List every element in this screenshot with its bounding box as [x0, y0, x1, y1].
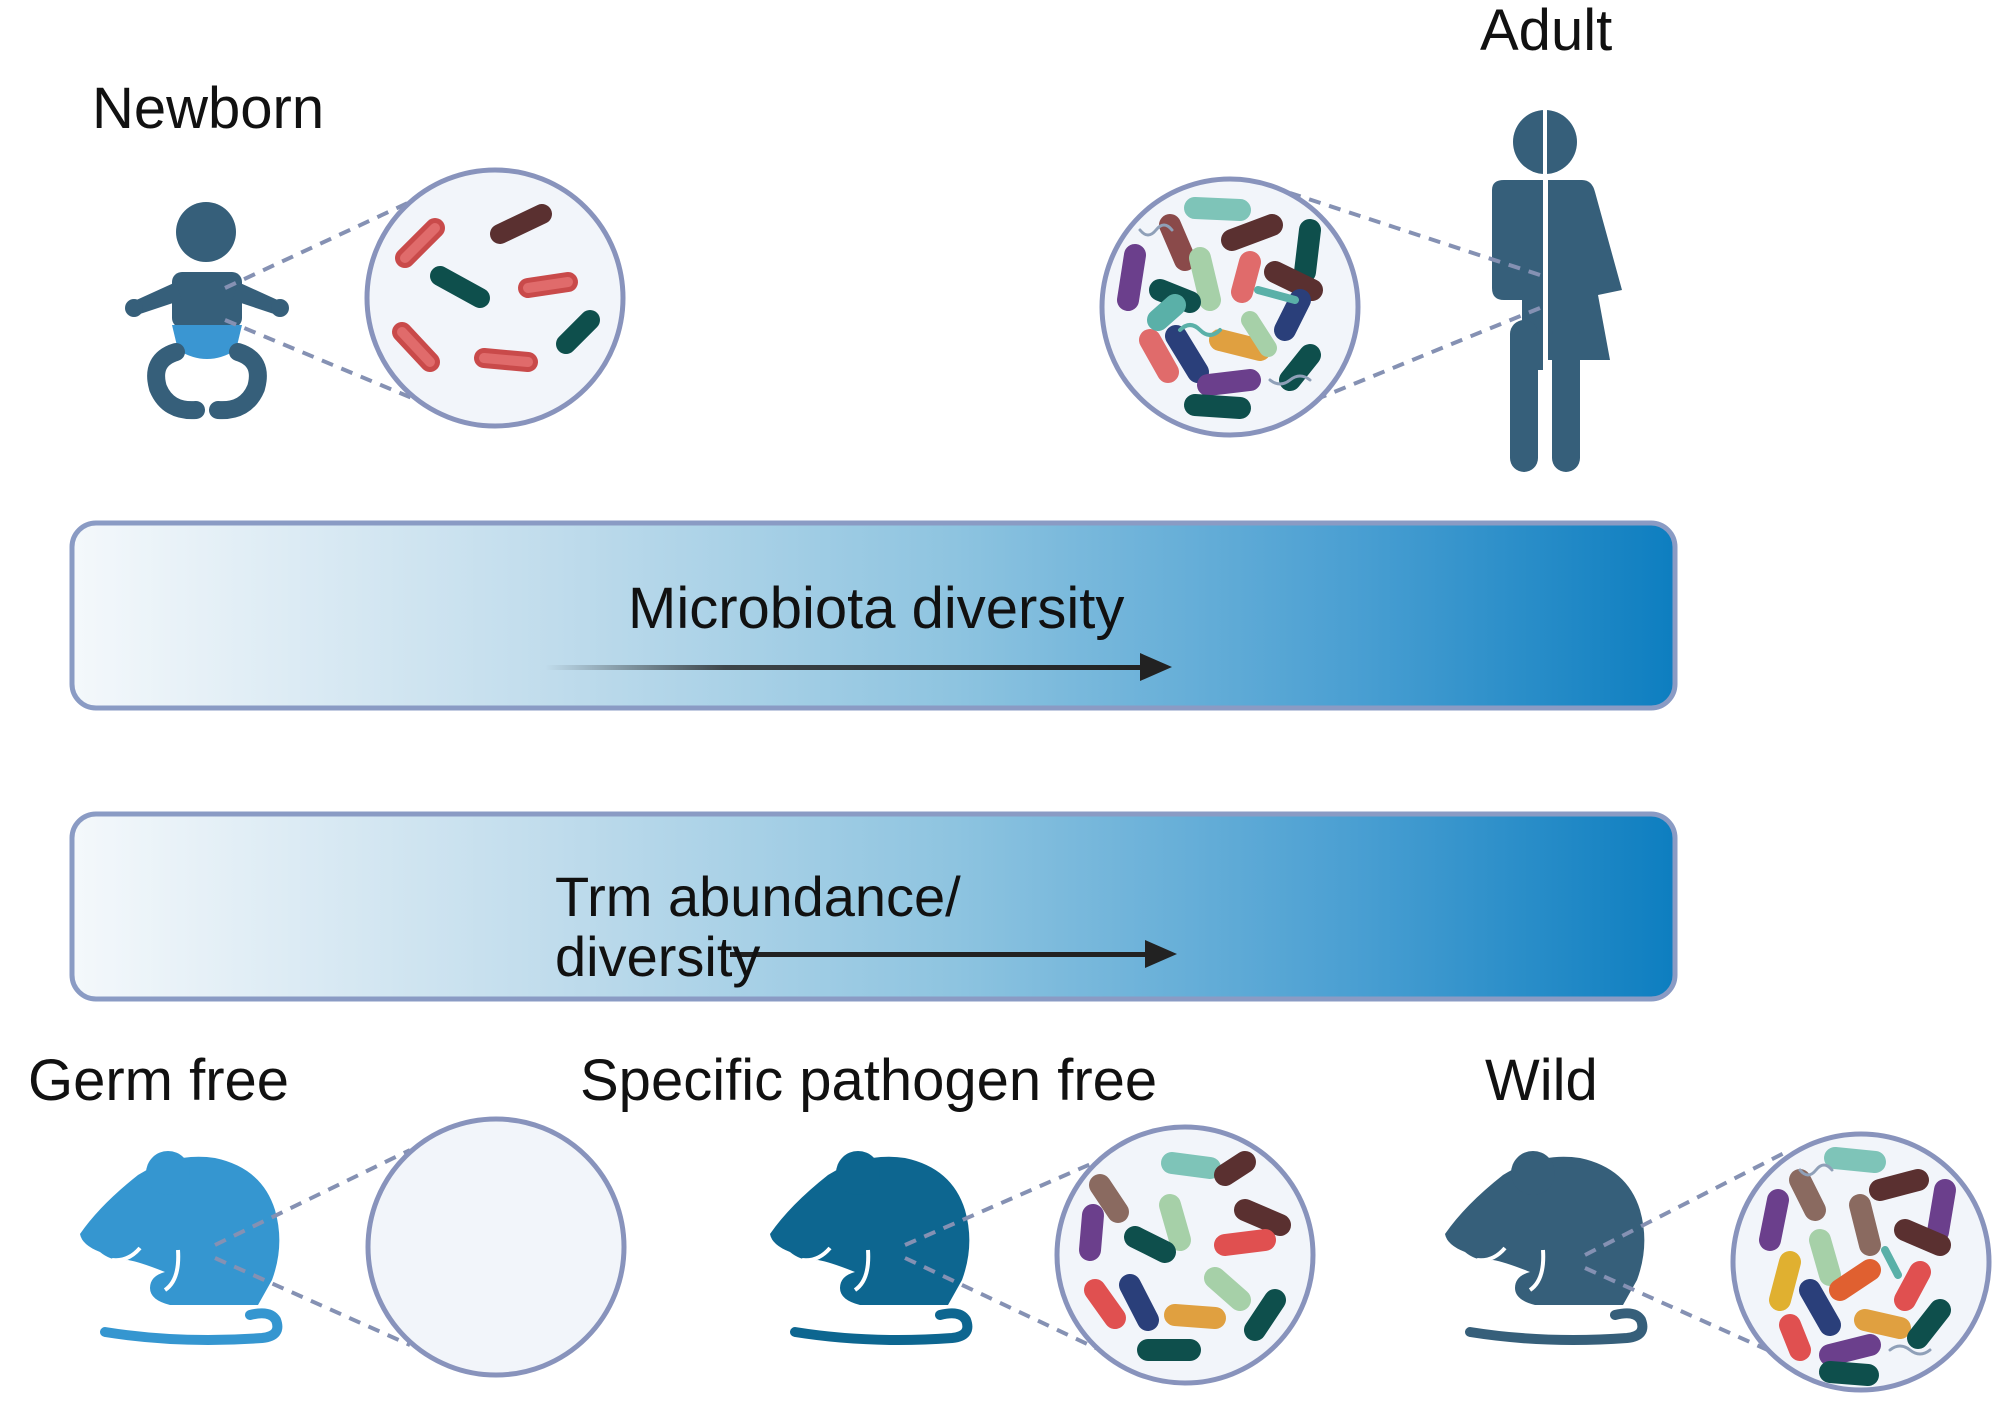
adult-label: Adult: [1480, 0, 1613, 63]
spf-bacteria-icon: [1079, 1151, 1291, 1361]
spf-mouse-icon: [770, 1151, 973, 1345]
germ-free-zoom-lines: [214, 1148, 411, 1347]
microbiota-diversity-bar: [69, 520, 1678, 711]
person-icon: [1492, 108, 1622, 472]
wild-mouse-icon: [1445, 1151, 1648, 1345]
trm-abundance-line1: Trm abundance/: [555, 865, 961, 928]
newborn-bacteria-icon: [392, 204, 600, 372]
baby-icon: [125, 202, 289, 420]
newborn-microbiota-circle: [364, 167, 626, 429]
wild-zoom-lines: [1584, 1148, 1791, 1362]
wild-bacteria-icon: [1759, 1147, 1956, 1386]
germ-free-label: Germ free: [28, 1048, 290, 1113]
microbiota-arrow-icon: [545, 653, 1172, 681]
newborn-label: Newborn: [92, 76, 325, 141]
wild-label: Wild: [1485, 1048, 1598, 1113]
spf-zoom-lines: [904, 1158, 1101, 1352]
newborn-zoom-lines: [224, 193, 426, 400]
germ-free-microbiota-circle: [365, 1116, 627, 1378]
trm-abundance-bar: [69, 811, 1678, 1002]
microbiota-diversity-label: Microbiota diversity: [628, 576, 1125, 641]
trm-abundance-label: Trm abundance/ diversity: [555, 867, 961, 987]
adult-bacteria-icon: [1117, 197, 1323, 419]
trm-arrow-icon: [730, 940, 1177, 968]
spf-label: Specific pathogen free: [580, 1048, 1158, 1113]
trm-abundance-line2: diversity: [555, 925, 761, 988]
germ-free-mouse-icon: [80, 1151, 283, 1345]
adult-zoom-lines: [1284, 191, 1541, 414]
